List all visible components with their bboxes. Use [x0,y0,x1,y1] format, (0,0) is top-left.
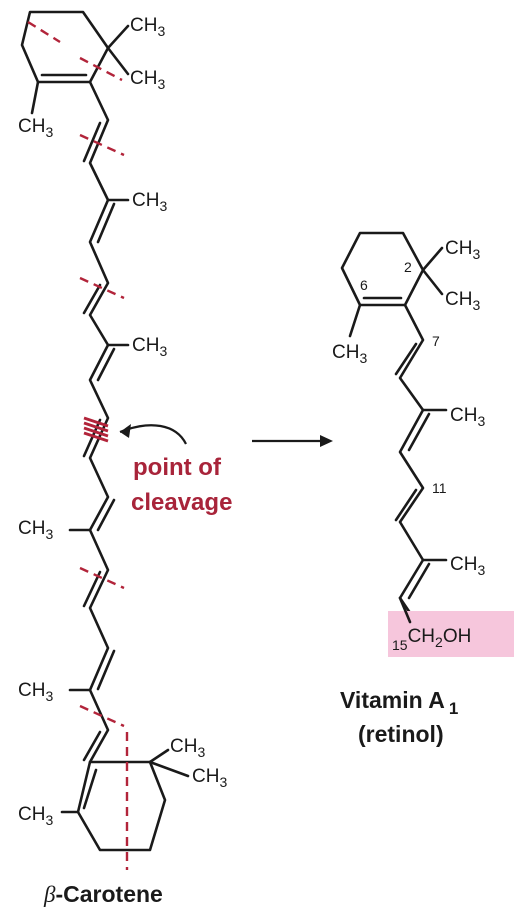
ch3-label: CH3 [130,15,165,39]
bottom-ring [76,760,167,852]
ch3-label: CH3 [332,342,367,366]
cleavage-point-mark [83,416,109,443]
retinol-structure: CH3 CH3 CH3 CH3 CH3 2 6 7 11 15CH2OH Vit… [332,231,514,747]
retinol-chain [398,303,425,634]
carbon-number-2: 2 [404,259,412,275]
ring-double-bond [82,768,98,810]
ch3-label: CH3 [445,238,480,262]
ch3-label: CH3 [445,289,480,313]
beta-carotene-structure: CH3 CH3 CH3 CH3 CH3 CH3 CH3 CH3 CH3 CH3 … [18,10,227,907]
ch3-label: CH3 [18,518,53,542]
carbon-number-6: 6 [360,277,368,293]
retinol-subtitle: (retinol) [358,721,444,747]
ch3-label: CH3 [18,804,53,828]
carbon-number-7: 7 [432,333,440,349]
ch3-label: CH3 [450,554,485,578]
arrowhead [120,424,131,438]
ch3-label: CH3 [450,405,485,429]
carbon-number-11: 11 [432,480,447,496]
arrowhead [320,435,333,447]
ch3-label: CH3 [18,680,53,704]
top-ring [20,10,110,84]
ch3-label: CH3 [18,116,53,140]
ch2oh-group-label: 15CH2OH [392,626,471,653]
ch3-label: CH3 [132,190,167,214]
cleavage-cut-lines [27,20,129,870]
ch3-label: CH3 [130,68,165,92]
ch3-label: CH3 [170,736,205,760]
ch3-label: CH3 [192,766,227,790]
beta-carotene-title: β-Carotene [43,881,163,907]
ch3-label: CH3 [132,335,167,359]
cleavage-label-line1: point of [133,454,222,481]
cleavage-label-line2: cleavage [131,489,232,516]
